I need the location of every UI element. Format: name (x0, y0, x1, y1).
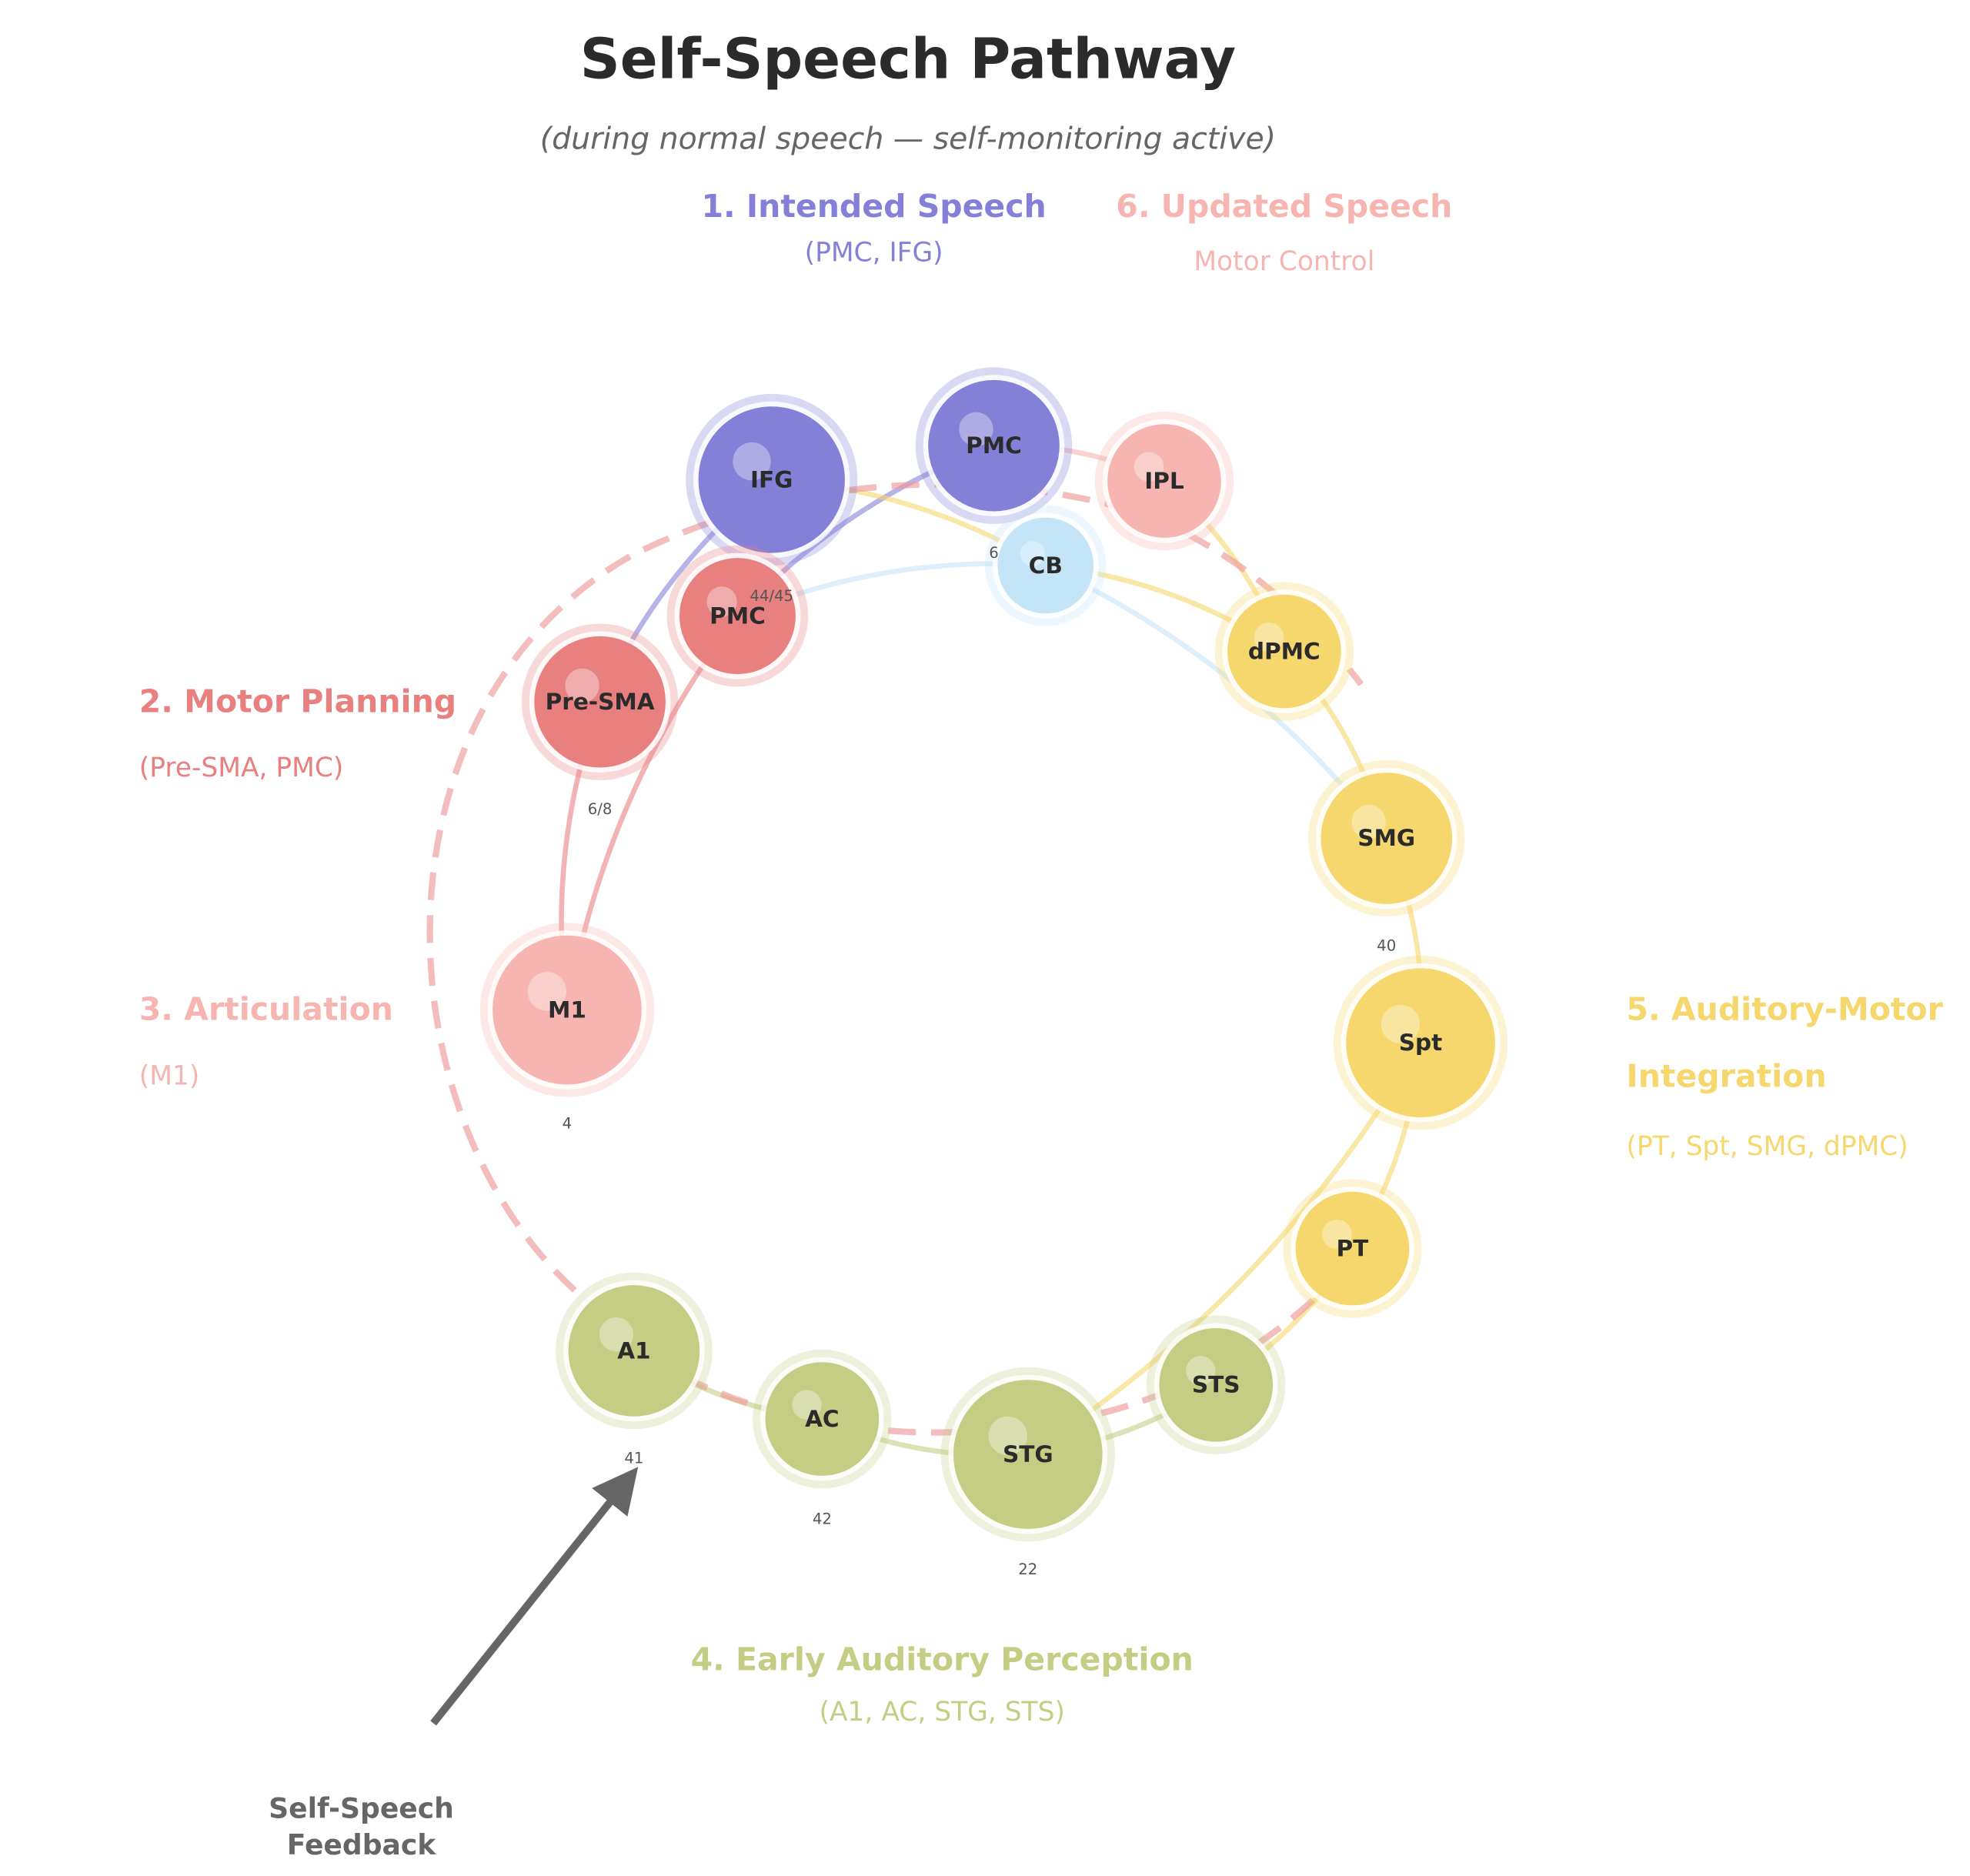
node-circle (534, 636, 666, 768)
node-highlight (792, 1390, 822, 1420)
brodmann-area-label: 6 (989, 544, 999, 562)
node-circle (1159, 1327, 1274, 1442)
node-label: AC (805, 1406, 840, 1432)
brodmann-area-label: 42 (813, 1510, 832, 1527)
node-highlight (1322, 1219, 1352, 1250)
stage-title-4: 4. Early Auditory Perception (691, 1641, 1194, 1678)
node-label: STG (1003, 1441, 1053, 1467)
node-Spt[interactable]: Spt (1333, 955, 1508, 1130)
node-highlight (565, 668, 599, 703)
edge-STG-Spt (1025, 1040, 1424, 1457)
node-STG[interactable]: STG (940, 1367, 1115, 1542)
page-subtitle: (during normal speech — self-monitoring … (540, 122, 1276, 157)
brodmann-area-label: 44/45 (750, 587, 793, 605)
feedback-arrow (430, 1467, 639, 1726)
brodmann-area-label: 41 (624, 1450, 643, 1467)
node-PT[interactable]: PT (1283, 1179, 1422, 1318)
node-highlight (1020, 541, 1046, 566)
node-highlight (733, 442, 771, 481)
node-highlight (527, 972, 566, 1011)
stage-title-1: 1. Intended Speech (702, 188, 1047, 225)
node-circle (1295, 1191, 1410, 1306)
node-label: PMC (710, 603, 766, 629)
node-label: Spt (1399, 1030, 1442, 1056)
node-circle (568, 1285, 700, 1417)
stage-subtitle-1: (PMC, IFG) (805, 238, 943, 269)
node-circle (1227, 594, 1341, 709)
stage-title-5: 5. Auditory-Motor (1626, 991, 1943, 1028)
node-circle (1346, 968, 1495, 1117)
node-circle (765, 1362, 880, 1476)
node-circle (679, 558, 796, 675)
brodmann-area-label: 4 (563, 1115, 573, 1133)
brodmann-area-label: 6/8 (588, 800, 613, 818)
node-circle (928, 379, 1060, 512)
node-IFG[interactable]: IFG (686, 393, 858, 566)
node-highlight (988, 1416, 1027, 1455)
node-circle (698, 406, 845, 553)
node-A1[interactable]: A1 (556, 1272, 713, 1430)
stage-title-2: 2. Motor Planning (139, 683, 456, 719)
node-circle (1321, 773, 1453, 904)
node-label: Pre-SMA (546, 689, 655, 715)
node-highlight (1134, 452, 1164, 482)
node-M1[interactable]: M1 (479, 923, 655, 1097)
node-highlight (1351, 804, 1386, 840)
stage-subtitle-3: (M1) (139, 1060, 200, 1091)
stage-subtitle-5: (PT, Spt, SMG, dPMC) (1626, 1131, 1908, 1162)
node-PreSMA[interactable]: Pre-SMA (521, 623, 679, 780)
node-highlight (1381, 1004, 1421, 1044)
stage-subtitle-4: (A1, AC, STG, STS) (820, 1697, 1065, 1727)
node-label: A1 (617, 1337, 650, 1364)
node-label: IPL (1144, 468, 1184, 494)
stage-title-5-line2: Integration (1626, 1058, 1826, 1095)
node-CB[interactable]: CB (985, 505, 1107, 626)
node-AC[interactable]: AC (753, 1349, 892, 1489)
node-circle (953, 1380, 1103, 1529)
node-highlight (1186, 1356, 1216, 1386)
node-circle (997, 517, 1094, 614)
node-SMG[interactable]: SMG (1308, 759, 1465, 917)
feedback-loop-dashed (426, 481, 1364, 1293)
node-highlight (599, 1317, 634, 1352)
node-dPMC[interactable]: dPMC (1214, 582, 1354, 721)
brodmann-area-label: 22 (1018, 1561, 1037, 1578)
node-label: CB (1029, 552, 1063, 579)
stage-title-3: 3. Articulation (139, 991, 393, 1028)
node-label: PT (1337, 1235, 1369, 1261)
node-label: PMC (966, 432, 1022, 459)
node-label: STS (1192, 1372, 1240, 1398)
node-label: M1 (548, 996, 586, 1023)
node-label: dPMC (1248, 638, 1321, 664)
page-title: Self-Speech Pathway (580, 28, 1236, 92)
node-PMC2[interactable]: PMC (666, 545, 809, 687)
stage-subtitle-2: (Pre-SMA, PMC) (139, 753, 344, 783)
node-label: SMG (1357, 825, 1415, 851)
stage-subtitle-6: Motor Control (1194, 246, 1374, 277)
node-highlight (706, 586, 737, 617)
stage-title-6: 6. Updated Speech (1116, 188, 1452, 225)
feedback-label-line1: Self-Speech (269, 1793, 454, 1825)
node-circle (1107, 424, 1221, 538)
node-highlight (959, 412, 993, 447)
node-circle (492, 935, 642, 1085)
node-STS[interactable]: STS (1147, 1315, 1286, 1455)
brodmann-area-label: 40 (1377, 936, 1396, 954)
node-IPL[interactable]: IPL (1094, 411, 1234, 551)
feedback-label-line2: Feedback (287, 1829, 437, 1861)
node-highlight (1254, 622, 1284, 653)
node-label: IFG (750, 466, 793, 492)
node-PMC1[interactable]: PMC (915, 367, 1073, 524)
